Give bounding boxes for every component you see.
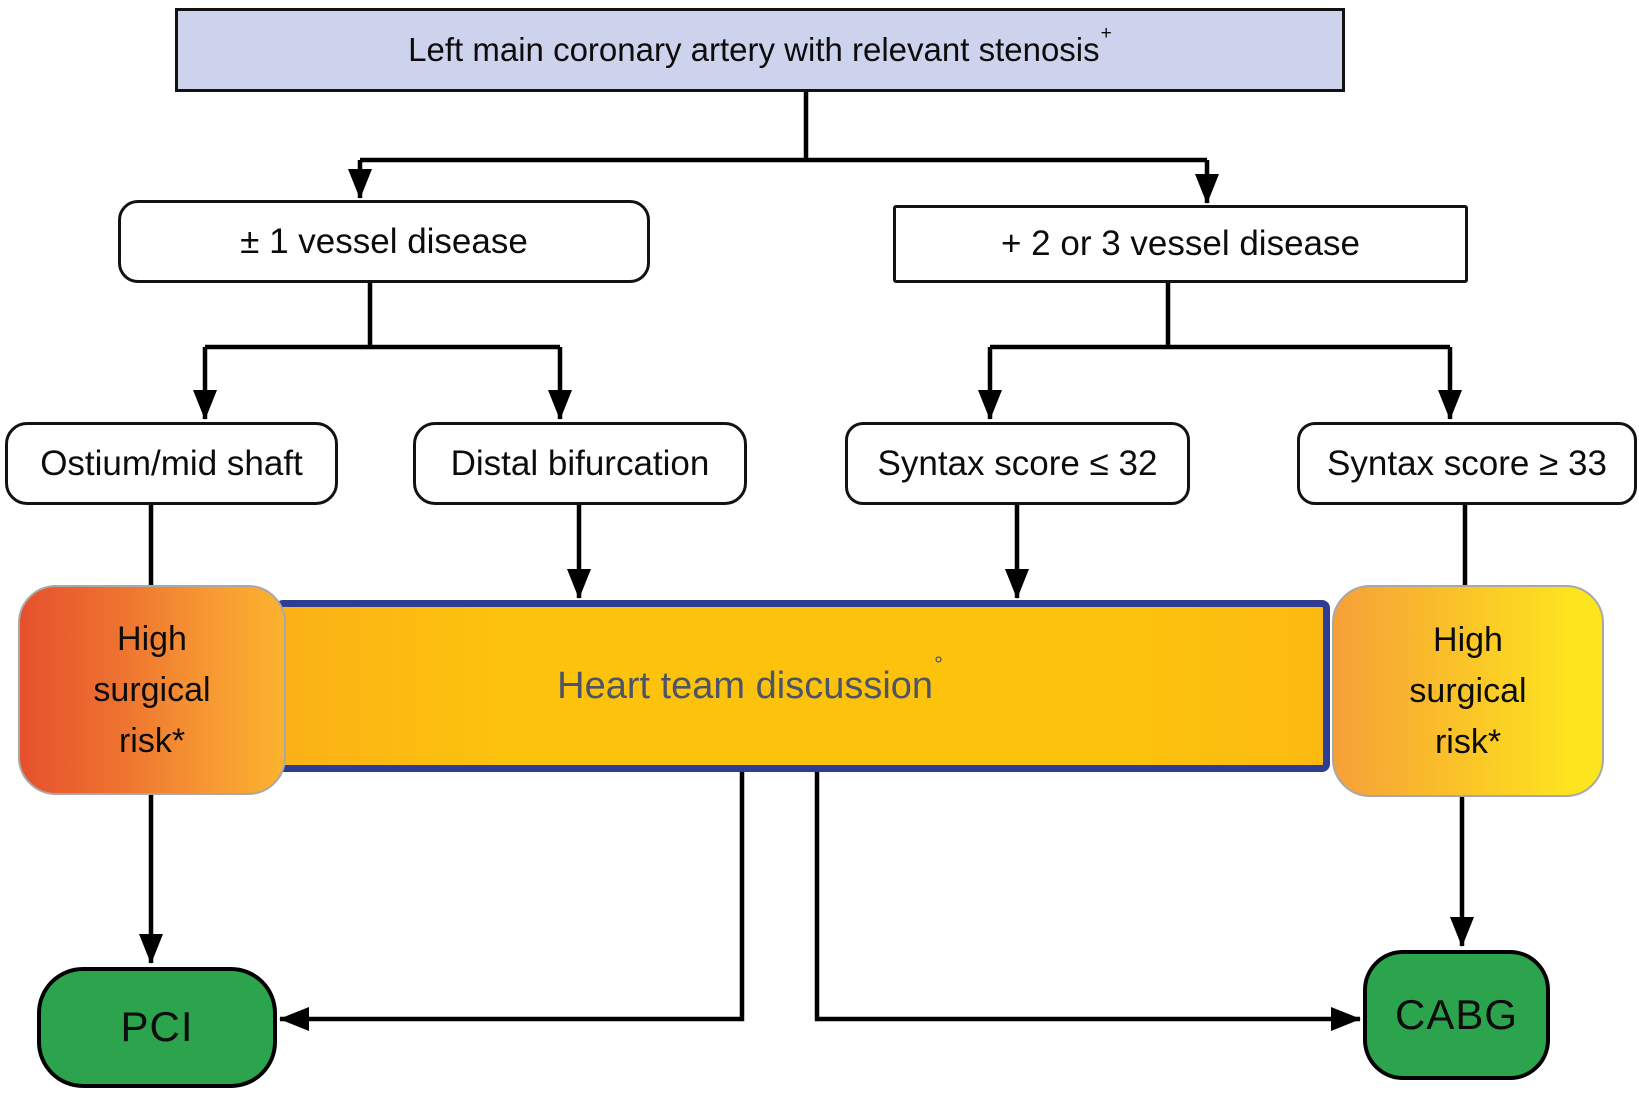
node-high-surgical-risk-right: High surgical risk* bbox=[1332, 585, 1604, 797]
node-heart-team-discussion-label: Heart team discussion° bbox=[557, 651, 943, 707]
node-left-main-stenosis-label: Left main coronary artery with relevant … bbox=[408, 22, 1112, 69]
node-syntax-score-le-32: Syntax score ≤ 32 bbox=[845, 422, 1190, 505]
node-syntax-score-ge-33-label: Syntax score ≥ 33 bbox=[1327, 443, 1607, 483]
node-two-or-three-vessel-disease-label: + 2 or 3 vessel disease bbox=[1001, 224, 1360, 264]
connector-multi-vessel-split bbox=[978, 282, 1462, 420]
node-high-surgical-risk-left: High surgical risk* bbox=[18, 585, 286, 795]
node-syntax-score-le-32-label: Syntax score ≤ 32 bbox=[877, 443, 1158, 483]
connector-root-split bbox=[348, 91, 1219, 204]
node-heart-team-discussion: Heart team discussion° bbox=[275, 600, 1330, 772]
node-pci: PCI bbox=[37, 967, 277, 1088]
node-high-surgical-risk-left-label: High surgical risk* bbox=[93, 619, 211, 760]
connector-to-heart-team bbox=[567, 505, 1029, 599]
node-syntax-score-ge-33: Syntax score ≥ 33 bbox=[1297, 422, 1637, 505]
node-left-main-stenosis: Left main coronary artery with relevant … bbox=[175, 8, 1345, 92]
node-one-vessel-disease: ± 1 vessel disease bbox=[118, 200, 650, 283]
connector-heart-team-to-cabg bbox=[814, 768, 1361, 1031]
node-pci-label: PCI bbox=[120, 1003, 194, 1051]
node-one-vessel-disease-label: ± 1 vessel disease bbox=[240, 221, 528, 261]
node-cabg-label: CABG bbox=[1394, 990, 1519, 1038]
node-distal-bifurcation-label: Distal bifurcation bbox=[450, 443, 710, 483]
superscript-ring: ° bbox=[934, 651, 943, 677]
connector-one-vessel-split bbox=[193, 282, 572, 420]
node-two-or-three-vessel-disease: + 2 or 3 vessel disease bbox=[893, 205, 1468, 283]
node-ostium-mid-shaft-label: Ostium/mid shaft bbox=[40, 443, 303, 483]
node-ostium-mid-shaft: Ostium/mid shaft bbox=[5, 422, 338, 505]
node-distal-bifurcation: Distal bifurcation bbox=[413, 422, 747, 505]
node-high-surgical-risk-right-label: High surgical risk* bbox=[1409, 620, 1527, 761]
connector-to-high-risk bbox=[148, 505, 1468, 592]
connector-risk-to-outcome bbox=[139, 795, 1474, 964]
connector-heart-team-to-pci bbox=[279, 768, 745, 1031]
superscript-plus: + bbox=[1100, 22, 1112, 44]
node-cabg: CABG bbox=[1363, 950, 1550, 1080]
